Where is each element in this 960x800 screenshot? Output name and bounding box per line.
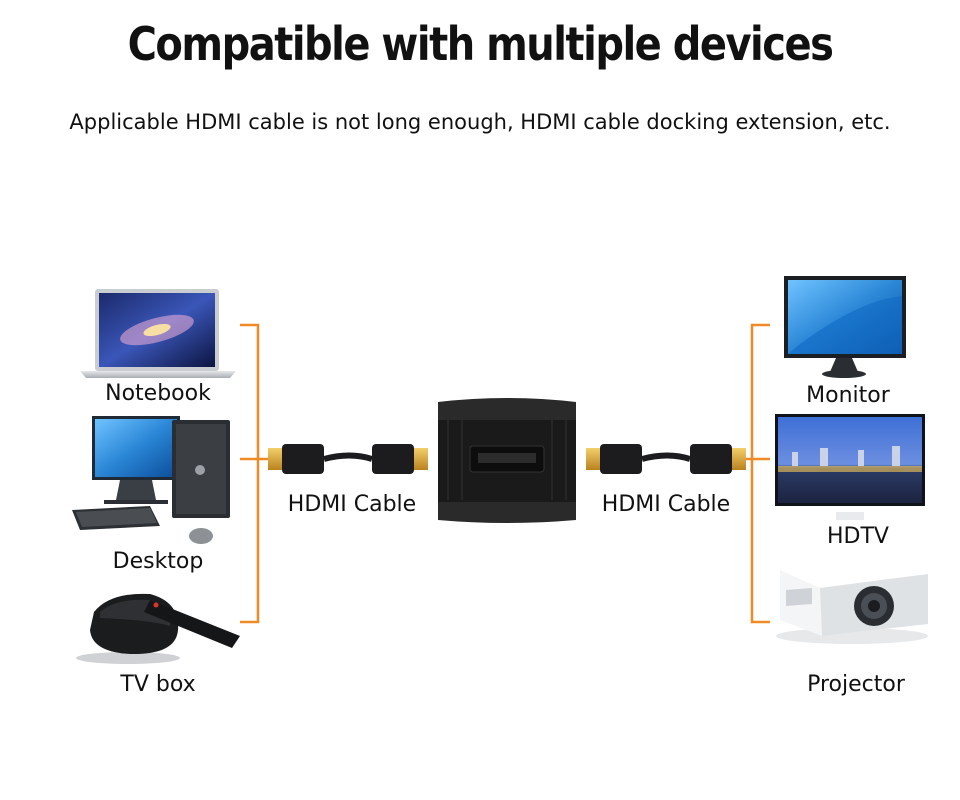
hdmi-cable-right-icon [586, 444, 746, 474]
label-projector: Projector [807, 672, 905, 697]
label-monitor: Monitor [806, 383, 890, 408]
label-desktop: Desktop [112, 549, 204, 574]
laptop-icon [80, 289, 236, 378]
projector-icon [776, 556, 928, 644]
page-subtitle: Applicable HDMI cable is not long enough… [69, 110, 891, 134]
monitor-icon [784, 276, 906, 378]
label-notebook: Notebook [105, 381, 211, 406]
label-hdmi-cable-right: HDMI Cable [601, 492, 731, 517]
label-hdtv: HDTV [827, 524, 889, 549]
left-bracket [240, 323, 272, 624]
tv-box-icon [76, 593, 240, 664]
label-tv-box: TV box [120, 672, 196, 697]
hdmi-cable-left-icon [268, 444, 428, 474]
hdmi-coupler-icon [438, 398, 576, 523]
page-title: Compatible with multiple devices [127, 18, 834, 72]
right-bracket [740, 323, 770, 624]
label-hdmi-cable-left: HDMI Cable [287, 492, 417, 517]
hdtv-icon [775, 414, 925, 520]
desktop-pc-icon [72, 416, 230, 544]
